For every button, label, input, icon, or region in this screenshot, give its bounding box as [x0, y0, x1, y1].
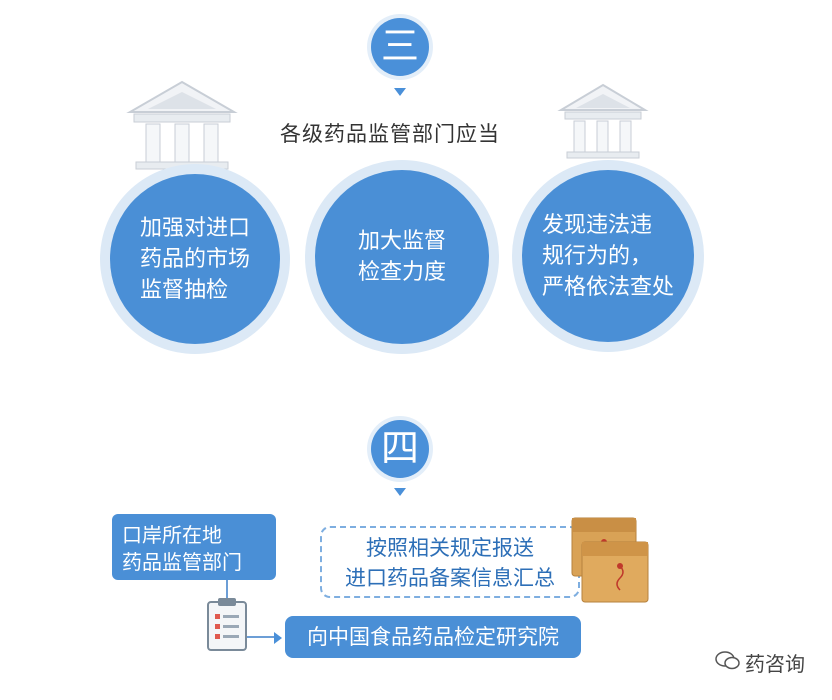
- circle-2-line-1: 加大监督: [357, 229, 446, 254]
- port-authority-line-1: 口岸所在地: [122, 523, 222, 547]
- down-arrow-4: [394, 488, 406, 496]
- circle-3-line-2: 规行为的，: [541, 243, 652, 269]
- right-arrow: [274, 632, 282, 644]
- port-authority-box: 口岸所在地 药品监管部门: [112, 514, 276, 580]
- section-number-3: 三: [371, 18, 429, 76]
- report-info-line-2: 进口药品备案信息汇总: [345, 566, 555, 590]
- section-3-subtitle: 各级药品监管部门应当: [280, 122, 500, 146]
- circle-1-line-3: 监督抽检: [139, 277, 228, 303]
- building-icon-left: [126, 80, 238, 170]
- circle-1-line-1: 加强对进口: [139, 215, 250, 241]
- section-number-4: 四: [371, 420, 429, 478]
- watermark-text: 药咨询: [745, 652, 805, 676]
- building-icon-right: [557, 83, 649, 159]
- report-info-line-1: 按照相关规定报送: [366, 536, 534, 560]
- envelope-icon: [571, 517, 649, 603]
- down-arrow-3: [394, 88, 406, 96]
- clipboard-icon: [207, 598, 247, 651]
- circle-2: 加大监督 检查力度: [315, 170, 489, 344]
- circle-3-line-1: 发现违法违: [541, 212, 652, 238]
- circle-3-line-3: 严格依法查处: [541, 274, 674, 300]
- connector-vertical: [226, 580, 228, 598]
- circle-1-line-2: 药品的市场: [139, 246, 250, 272]
- report-info-box: 按照相关规定报送 进口药品备案信息汇总: [320, 526, 580, 598]
- circle-3: 发现违法违 规行为的， 严格依法查处: [522, 170, 694, 342]
- wechat-icon: [715, 651, 740, 670]
- port-authority-line-2: 药品监管部门: [122, 550, 242, 574]
- circle-1: 加强对进口 药品的市场 监督抽检: [110, 174, 280, 344]
- nifdc-box: 向中国食品药品检定研究院: [285, 616, 581, 658]
- circle-2-line-2: 检查力度: [357, 260, 446, 285]
- connector-horizontal: [246, 636, 276, 638]
